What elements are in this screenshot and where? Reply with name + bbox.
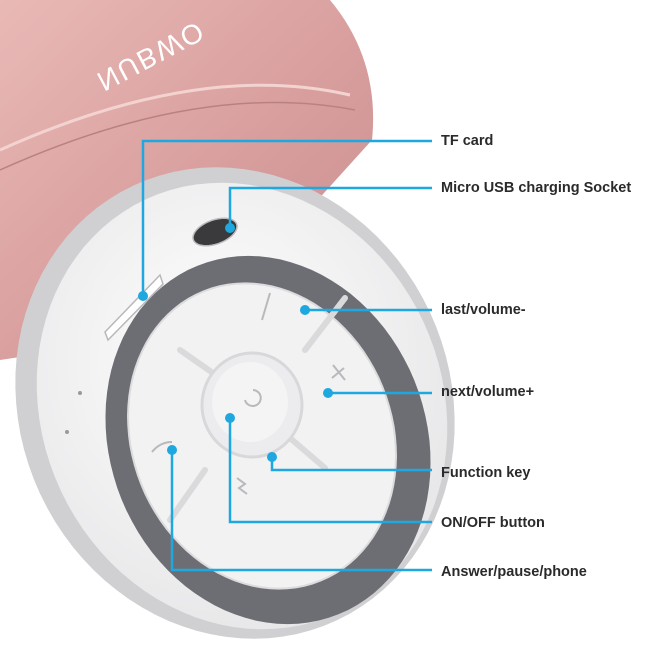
power-icon bbox=[244, 389, 262, 407]
mic-hole bbox=[78, 391, 82, 395]
leader-lines bbox=[141, 139, 432, 572]
minus-icon bbox=[261, 292, 271, 321]
body-seam-shadow bbox=[0, 101, 356, 171]
body-seam-highlight bbox=[0, 83, 351, 152]
center-button-face bbox=[212, 362, 288, 442]
label-on-off: ON/OFF button bbox=[441, 515, 545, 531]
mode-icon bbox=[236, 477, 248, 495]
phone-icon bbox=[151, 441, 173, 453]
label-last-volume: last/volume- bbox=[441, 302, 526, 318]
plus-icon bbox=[331, 364, 346, 381]
callout-dots bbox=[138, 223, 333, 462]
label-answer: Answer/pause/phone bbox=[441, 564, 587, 580]
leader-micro-usb bbox=[228, 186, 432, 228]
label-tf-card: TF card bbox=[441, 133, 494, 149]
label-function-key: Function key bbox=[441, 465, 531, 481]
label-next-volume: next/volume+ bbox=[441, 384, 535, 400]
label-micro-usb: Micro USB charging Socket bbox=[441, 180, 632, 196]
leader-answer bbox=[170, 450, 432, 572]
leader-tf-card bbox=[141, 139, 432, 296]
leader-on-off bbox=[228, 418, 432, 524]
led-hole bbox=[65, 430, 69, 434]
